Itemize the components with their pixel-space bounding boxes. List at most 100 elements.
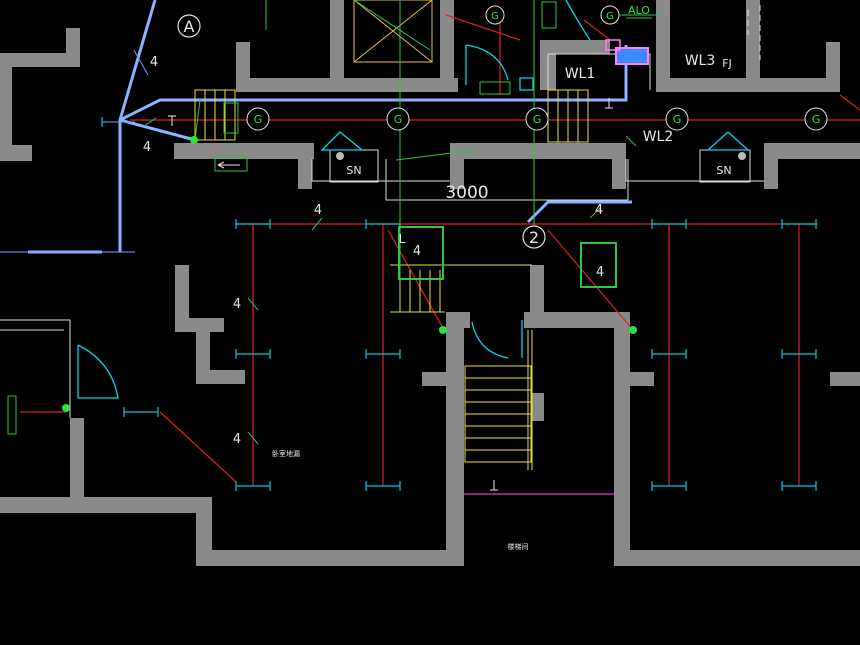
gas-circle [804, 107, 828, 131]
valve-dot [62, 404, 70, 412]
alo-fixture [605, 39, 649, 65]
wire-count-labels: 4 4 4 4 4 4 4 4 [143, 55, 604, 447]
shaft-outline [353, 0, 433, 63]
stair-treads [557, 90, 579, 142]
gas-circle [246, 107, 270, 131]
green-dots [62, 136, 637, 412]
wall-segment [628, 372, 654, 386]
dim-bar [651, 219, 687, 229]
wall-segment [614, 312, 630, 566]
stair-treads [465, 377, 531, 451]
stair-label-l: L [399, 232, 406, 246]
walls [0, 0, 860, 566]
grid-axis-bubble [522, 225, 546, 249]
wall-segment [66, 28, 80, 67]
green-line [395, 149, 477, 161]
dim-bar [365, 481, 401, 491]
drain-box [541, 1, 557, 29]
wire-count-label: 4 [150, 55, 158, 70]
label-fj: FJ [722, 57, 732, 70]
wall-segment [656, 0, 670, 92]
grid-axes [177, 14, 546, 249]
wire-tick [589, 207, 601, 219]
red-pipe-run [547, 229, 634, 331]
wall-segment [440, 0, 454, 92]
green-boxes [7, 1, 617, 435]
green-line [194, 99, 201, 141]
wire-tick [625, 135, 637, 147]
sn-fixtures [336, 152, 746, 160]
outline [385, 159, 628, 201]
basin [706, 131, 750, 151]
wire-count-label: 4 [143, 140, 151, 155]
gas-labels: G G G G G G G [254, 11, 821, 126]
cyan-dim-bars [101, 117, 817, 491]
drain-box [479, 81, 511, 95]
wire-count-label: 4 [233, 432, 241, 447]
gas-label: G [491, 11, 499, 22]
basin [320, 131, 364, 151]
room-label-sn: SN [346, 164, 361, 177]
wall-segment [450, 143, 626, 159]
green-line [353, 0, 431, 51]
wall-segment [422, 372, 452, 386]
room-label-sn: SN [716, 164, 731, 177]
wire-tick [143, 117, 157, 127]
gas-label: G [673, 113, 682, 126]
wall-segment [330, 0, 344, 92]
stair-rail [527, 330, 533, 470]
wall-segment [196, 318, 210, 384]
dim-bar [123, 407, 159, 417]
gas-label: G [606, 11, 614, 22]
gas-label: G [812, 113, 821, 126]
dim-bar [235, 481, 271, 491]
wall-segment [70, 418, 84, 502]
wire-tick [247, 297, 259, 311]
gas-circle [600, 5, 620, 25]
alo-box [615, 47, 649, 65]
wall-segment [196, 497, 212, 565]
wire-count-label: 4 [314, 203, 322, 218]
wall-segment [446, 312, 470, 328]
dim-bar [235, 219, 271, 229]
gas-circle [665, 107, 689, 131]
valve-dot [190, 136, 198, 144]
dim-bar [781, 349, 817, 359]
gas-circle [386, 107, 410, 131]
outline [548, 53, 651, 90]
mark [168, 115, 176, 126]
gas-circle [485, 5, 505, 25]
wall-segment [530, 265, 544, 325]
wall-segment [0, 53, 80, 67]
wire-tick [311, 217, 323, 231]
blue-pipe-run [119, 45, 628, 122]
wall-segment [612, 143, 626, 189]
shaft-cross [353, 0, 433, 63]
wall-segment [174, 143, 314, 159]
drain-box [398, 226, 444, 280]
wall-segment [236, 78, 458, 92]
stair-treads [204, 90, 226, 140]
drain-box [7, 395, 17, 435]
drain-box [223, 102, 239, 134]
gas-circle [525, 107, 549, 131]
wire-count-label: 4 [413, 244, 421, 259]
mark [605, 98, 613, 109]
gas-symbols [246, 5, 828, 131]
wall-segment [764, 143, 860, 159]
wall-segment [0, 53, 12, 161]
small-marks [168, 98, 613, 491]
blue-pipe-run [526, 200, 632, 224]
wall-segment [540, 40, 610, 54]
red-pipe-run [159, 411, 237, 483]
grid-axis-a-label: A [184, 17, 195, 36]
door-swing [471, 320, 523, 359]
outline [747, 5, 761, 60]
white-linework [0, 5, 764, 418]
wire-count-label: 4 [595, 203, 603, 218]
grid-axis-2-label: 2 [529, 228, 539, 247]
gas-label: G [394, 113, 403, 126]
wall-segment [524, 312, 628, 328]
blue-thin-lines [0, 49, 149, 253]
